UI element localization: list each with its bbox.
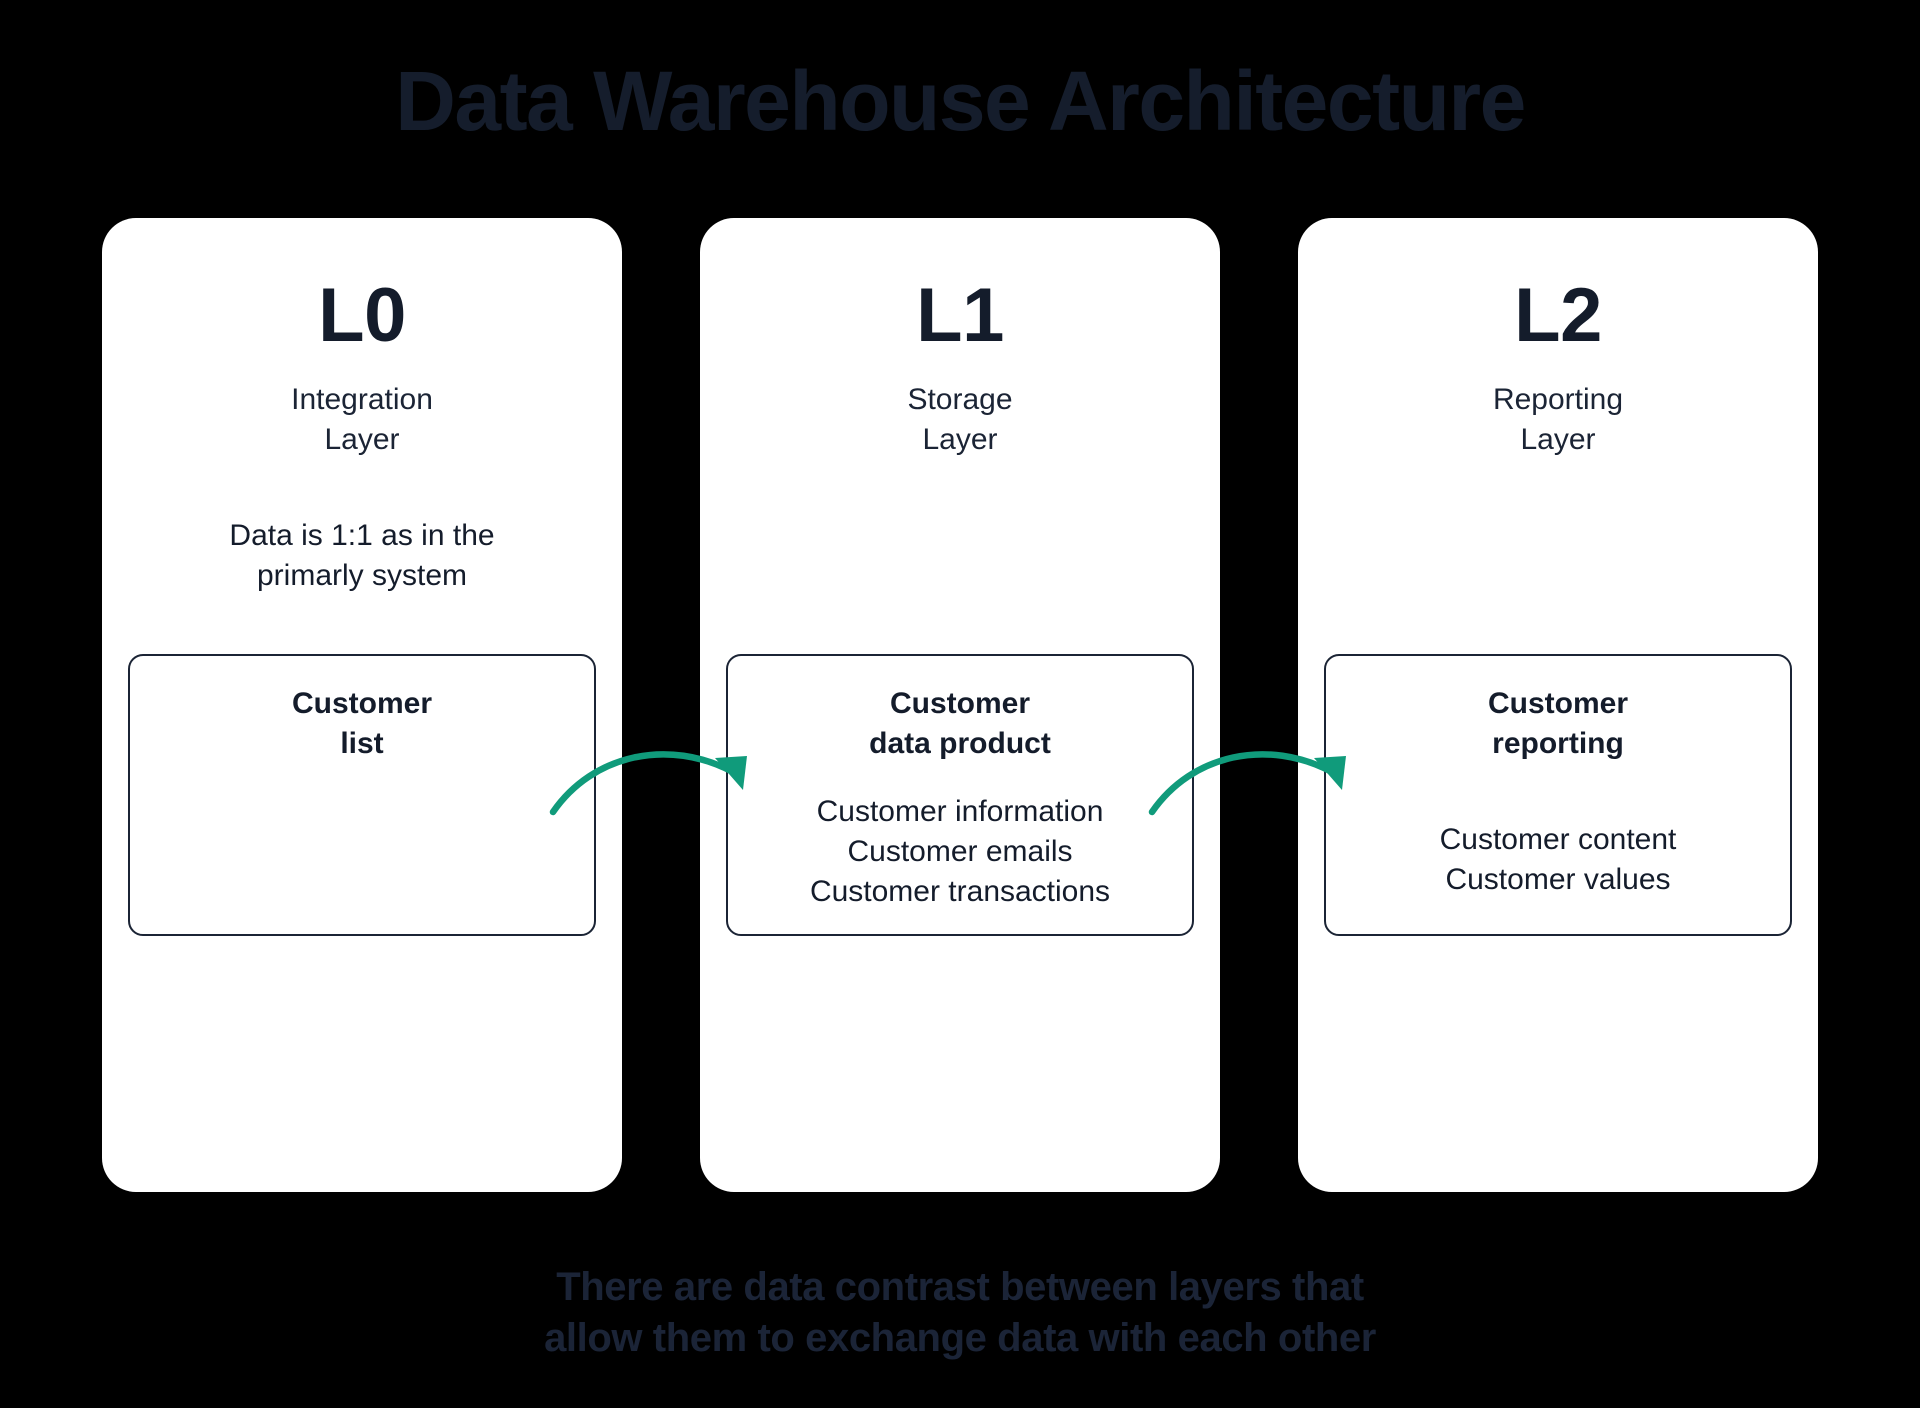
artifact-title-l0: Customer list — [291, 687, 433, 760]
layer-name-l2: Reporting Layer — [1492, 383, 1624, 456]
layer-code-l2: L2 — [1514, 273, 1602, 358]
footer-caption: There are data contrast between layers t… — [544, 1265, 1376, 1361]
artifact-box-l1[interactable]: Customer data product Customer informati… — [726, 654, 1194, 936]
artifact-title-l2: Customer reporting — [1487, 687, 1629, 760]
artifact-items-l2: Customer content Customer values — [1439, 822, 1677, 896]
artifact-box-l0[interactable]: Customer list — [128, 654, 596, 936]
layer-cards-row: L0 Integration Layer Data is 1:1 as in t… — [102, 218, 1818, 1192]
layer-name-l0: Integration Layer — [291, 383, 433, 456]
layer-card-l2[interactable]: L2 Reporting Layer Customer reporting Cu… — [1298, 218, 1818, 1192]
layer-note-l0: Data is 1:1 as in the primarly system — [229, 518, 495, 592]
layer-name-l1: Storage Layer — [907, 383, 1013, 456]
artifact-title-l1: Customer data product — [869, 687, 1051, 760]
layer-code-l0: L0 — [318, 273, 406, 358]
layer-card-l1[interactable]: L1 Storage Layer Customer data product C… — [700, 218, 1220, 1192]
layer-card-l0[interactable]: L0 Integration Layer Data is 1:1 as in t… — [102, 218, 622, 1192]
artifact-items-l1: Customer information Customer emails Cus… — [809, 794, 1111, 908]
page-title: Data Warehouse Architecture — [395, 54, 1526, 148]
artifact-box-l2[interactable]: Customer reporting Customer content Cust… — [1324, 654, 1792, 936]
layer-code-l1: L1 — [916, 273, 1004, 358]
